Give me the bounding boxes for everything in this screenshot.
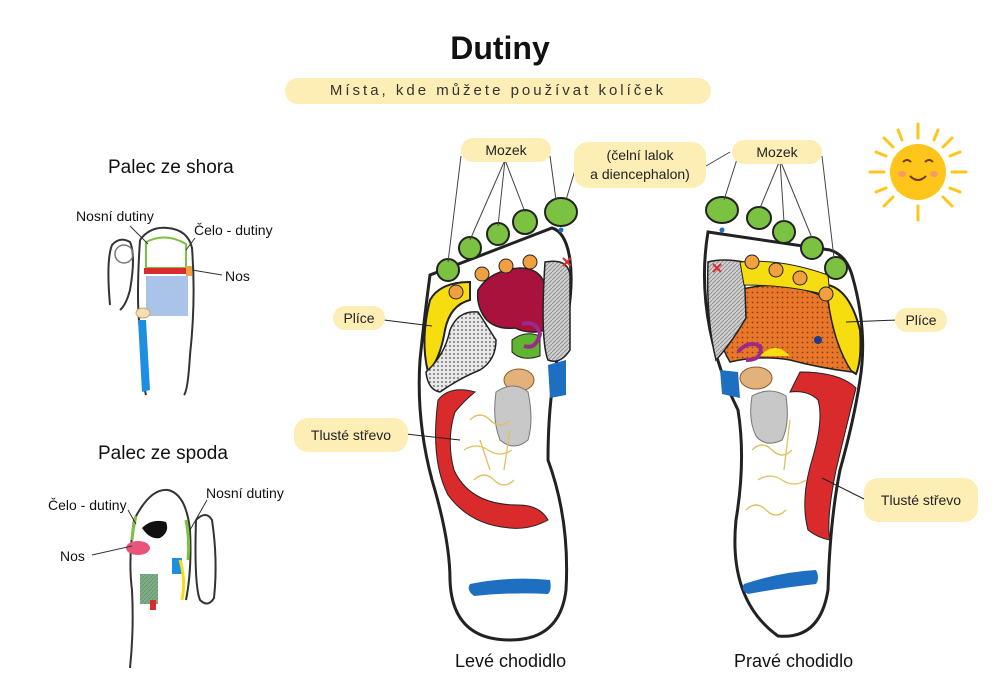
bottom-view-nose-label: Nos	[60, 548, 85, 564]
left-lungs-pill: Plíce	[333, 306, 385, 330]
right-foot-illustration	[702, 196, 865, 638]
frontal-lobe-line1: (čelní lalok	[606, 147, 674, 163]
left-foot-illustration	[417, 197, 578, 642]
left-foot-caption: Levé chodidlo	[455, 651, 567, 671]
left-brain-pill: Mozek	[461, 138, 551, 162]
frontal-lobe-line2: a diencephalon)	[590, 166, 690, 182]
right-colon-pill: Tlusté střevo	[864, 478, 978, 522]
thumb-top-view	[107, 226, 195, 396]
thumb-bottom-view	[126, 488, 217, 669]
top-view-nose-label: Nos	[225, 268, 250, 284]
bottom-view-heading: Palec ze spoda	[98, 443, 228, 464]
bottom-view-nasal-label: Nosní dutiny	[206, 485, 284, 501]
top-view-frontal-label: Čelo - dutiny	[194, 222, 273, 238]
right-foot-caption: Pravé chodidlo	[734, 651, 854, 671]
right-lungs-pill: Plíce	[895, 308, 947, 332]
top-view-nasal-label: Nosní dutiny	[76, 208, 154, 224]
frontal-lobe-pill: (čelní lalok a diencephalon)	[574, 142, 706, 188]
sun-icon	[868, 122, 968, 222]
top-view-heading: Palec ze shora	[108, 157, 234, 178]
subtitle-pill: Místa, kde můžete používat kolíček	[285, 78, 711, 104]
bottom-view-frontal-label: Čelo - dutiny	[48, 497, 127, 513]
left-colon-pill: Tlusté střevo	[294, 418, 408, 452]
right-brain-pill: Mozek	[732, 140, 822, 164]
page-title: Dutiny	[450, 30, 550, 66]
